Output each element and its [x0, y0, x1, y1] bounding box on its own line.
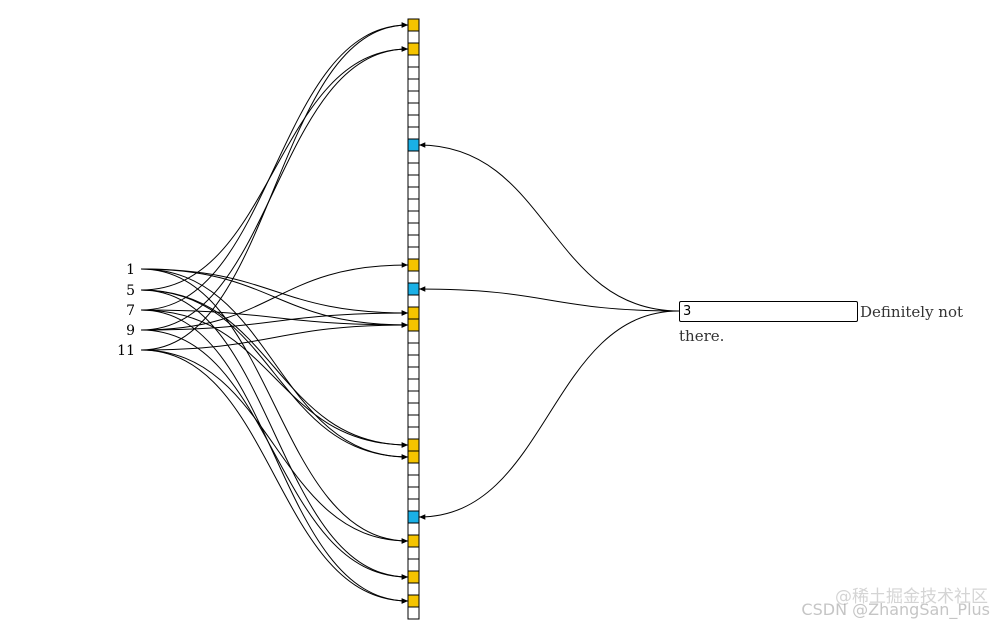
watermark-csdn: CSDN @ZhangSan_Plus — [801, 600, 990, 619]
hash-edge — [140, 262, 409, 331]
bit-cell-set — [407, 594, 420, 608]
bit-cell — [407, 126, 420, 140]
hash-edge — [140, 22, 409, 351]
inserted-number-label: 5 — [126, 283, 135, 299]
bit-cell — [407, 330, 420, 344]
bit-cell-query — [407, 138, 420, 152]
bit-cell — [407, 234, 420, 248]
hash-edge — [140, 309, 409, 448]
bit-cell-set — [407, 450, 420, 464]
inserted-number-labels: 1 5 7 9 11 — [117, 262, 135, 359]
bit-cell — [407, 102, 420, 116]
hash-edge — [140, 268, 409, 460]
bit-cell — [407, 354, 420, 368]
inserted-number-label: 7 — [126, 303, 135, 319]
bit-cell-set — [407, 258, 420, 272]
hash-edge — [140, 329, 409, 580]
bit-cell-query — [407, 282, 420, 296]
bit-cell — [407, 150, 420, 164]
bit-cell — [407, 66, 420, 80]
bit-cell — [407, 78, 420, 92]
query-hash-edge — [418, 142, 680, 312]
hash-edge — [140, 349, 409, 604]
hash-edges — [140, 22, 409, 604]
bit-cell-set — [407, 438, 420, 452]
bit-cell-set — [407, 570, 420, 584]
bit-cell — [407, 174, 420, 188]
query-hash-edges — [418, 142, 680, 520]
query-input[interactable] — [679, 301, 858, 322]
bit-cell-set — [407, 318, 420, 332]
hash-edge — [140, 289, 409, 448]
hash-edge — [140, 322, 409, 351]
bit-cell — [407, 114, 420, 128]
bit-cell — [407, 210, 420, 224]
bit-cell — [407, 390, 420, 404]
bit-cell — [407, 222, 420, 236]
hash-edge — [140, 268, 409, 544]
watermark-juejin: @稀土掘金技术社区 — [835, 587, 988, 607]
bit-cell — [407, 426, 420, 440]
bit-cell — [407, 582, 420, 596]
bit-cell — [407, 558, 420, 572]
query-hash-edge — [418, 310, 680, 520]
inserted-number-label: 11 — [117, 343, 135, 359]
bit-cell — [407, 294, 420, 308]
bit-cell — [407, 90, 420, 104]
hash-edge — [140, 309, 409, 604]
bit-cell — [407, 342, 420, 356]
bit-cell-set — [407, 306, 420, 320]
bit-cell — [407, 414, 420, 428]
bit-cell-set — [407, 534, 420, 548]
bit-cell — [407, 462, 420, 476]
bit-cell — [407, 522, 420, 536]
bit-cell — [407, 498, 420, 512]
hash-edge — [140, 22, 409, 311]
query-hash-edge — [418, 286, 680, 312]
hash-edge — [140, 46, 409, 331]
hash-edge — [140, 289, 409, 460]
bit-cell-set — [407, 18, 420, 32]
bit-cell — [407, 162, 420, 176]
bit-cell — [407, 270, 420, 284]
bit-cell — [407, 198, 420, 212]
bit-cell — [407, 546, 420, 560]
bit-cell — [407, 30, 420, 44]
query-result-text: Definitely not there. — [679, 303, 964, 345]
bit-cell — [407, 54, 420, 68]
hash-edge — [140, 310, 409, 331]
hash-edge — [140, 349, 409, 544]
bit-cell-set — [407, 42, 420, 56]
bit-cell — [407, 246, 420, 260]
inserted-number-label: 9 — [126, 323, 135, 339]
bit-cell — [407, 486, 420, 500]
inserted-number-label: 1 — [126, 262, 135, 278]
hash-edge — [140, 46, 409, 291]
bit-cell — [407, 186, 420, 200]
bit-cell-query — [407, 510, 420, 524]
bit-cell — [407, 606, 420, 620]
bit-cell — [407, 366, 420, 380]
bit-cell — [407, 474, 420, 488]
bit-cell — [407, 378, 420, 392]
hash-edge — [140, 289, 409, 580]
bit-array — [407, 18, 420, 620]
hash-edge — [140, 309, 409, 328]
bit-cell — [407, 402, 420, 416]
